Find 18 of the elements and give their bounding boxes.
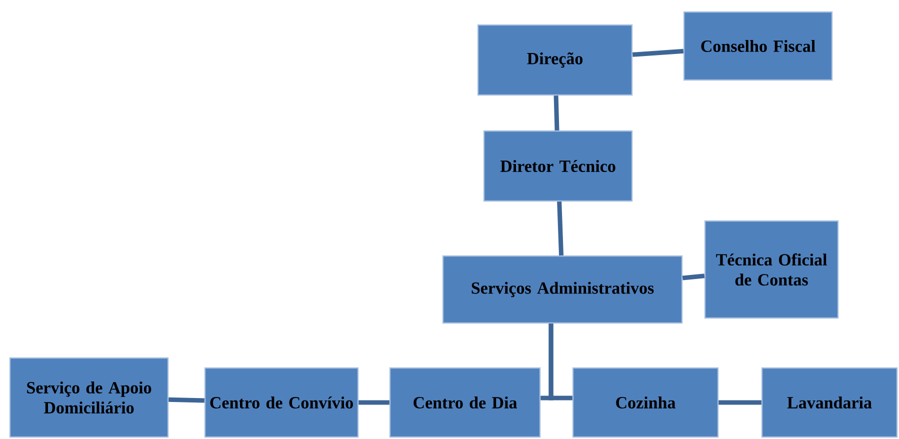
connector-line: [554, 96, 560, 130]
connector-line: [718, 400, 762, 405]
connector-line: [168, 397, 204, 403]
org-box: Centro de Convívio: [204, 367, 359, 438]
org-box: Serviços Administrativos: [442, 255, 683, 324]
org-box: Lavandaria: [761, 367, 898, 438]
org-box: Centro de Dia: [389, 367, 541, 438]
connector-line: [548, 324, 572, 400]
org-box: Cozinha: [572, 367, 719, 438]
org-box: Direção: [477, 24, 633, 96]
org-box: Serviço de Apoio Domiciliário: [9, 357, 169, 438]
connector-line: [632, 48, 684, 57]
org-box: Diretor Técnico: [483, 130, 633, 202]
connector-line: [682, 274, 705, 280]
connector-line: [557, 202, 564, 256]
org-box: Conselho Fiscal: [683, 11, 833, 81]
org-box: Técnica Oficial de Contas: [704, 220, 839, 319]
connector-line: [358, 400, 390, 405]
